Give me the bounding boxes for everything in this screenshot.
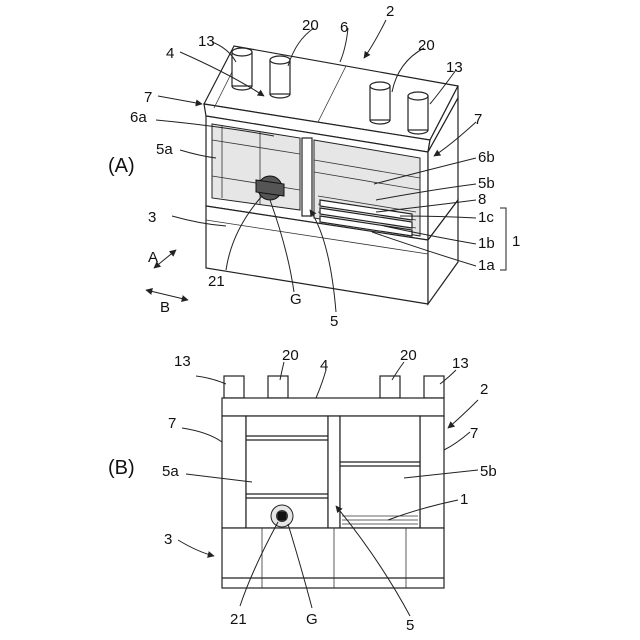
b-label-G: G [306,611,318,628]
b-label-1: 1 [460,491,468,508]
cylinder-20-left [270,56,290,98]
b-label-4: 4 [320,357,328,374]
label-5b: 5b [478,175,495,192]
label-7-right: 7 [474,111,482,128]
label-2: 2 [386,3,394,20]
b-divider-5 [328,416,340,528]
label-1c: 1c [478,209,494,226]
caption-b: (B) [108,457,135,479]
cylinder-13-left [232,48,252,90]
b-label-5b: 5b [480,463,497,480]
b-compartment-5b [340,416,420,528]
compartment-5a [212,124,300,210]
view-a-perspective: (A) 2 13 20 6 20 13 4 7 7 6a 5a 6b 5b 8 … [108,3,520,330]
b-side-post-7-right [420,416,444,528]
b-label-5a: 5a [162,463,179,480]
label-13-left: 13 [198,33,215,50]
label-5: 5 [330,313,338,330]
label-G: G [290,291,302,308]
label-B: B [160,299,170,316]
b-base-3 [222,528,444,588]
label-5a: 5a [156,141,173,158]
label-7-left: 7 [144,89,152,106]
label-20-right: 20 [418,37,435,54]
b-label-21: 21 [230,611,247,628]
view-b-front: (B) 13 20 4 20 13 2 7 7 5a 5b 1 3 21 G 5 [108,347,497,634]
b-cylinder-13-right [424,376,444,398]
caption-a: (A) [108,155,135,177]
b-label-5: 5 [406,617,414,634]
divider-5 [302,138,312,216]
b-lid-4 [222,398,444,416]
label-A: A [148,249,158,266]
label-8: 8 [478,191,486,208]
label-20-left: 20 [302,17,319,34]
b-side-post-7-left [222,416,246,528]
label-6: 6 [340,19,348,36]
label-6b: 6b [478,149,495,166]
b-label-20-right: 20 [400,347,417,364]
cylinder-20-right [370,82,390,124]
b-label-20-left: 20 [282,347,299,364]
label-1: 1 [512,233,520,250]
label-4: 4 [166,45,174,62]
b-cylinder-20-left [268,376,288,398]
b-cylinder-13-left [224,376,244,398]
label-21: 21 [208,273,225,290]
label-1a: 1a [478,257,495,274]
label-6a: 6a [130,109,147,126]
b-gear-G [271,505,293,527]
b-label-2: 2 [480,381,488,398]
cylinder-13-right [408,92,428,134]
label-1b: 1b [478,235,495,252]
b-label-13-left: 13 [174,353,191,370]
b-label-3: 3 [164,531,172,548]
brace-1 [500,208,506,270]
b-label-7-left: 7 [168,415,176,432]
label-13-right: 13 [446,59,463,76]
b-label-7-right: 7 [470,425,478,442]
b-label-13-right: 13 [452,355,469,372]
b-cylinder-20-right [380,376,400,398]
label-3: 3 [148,209,156,226]
